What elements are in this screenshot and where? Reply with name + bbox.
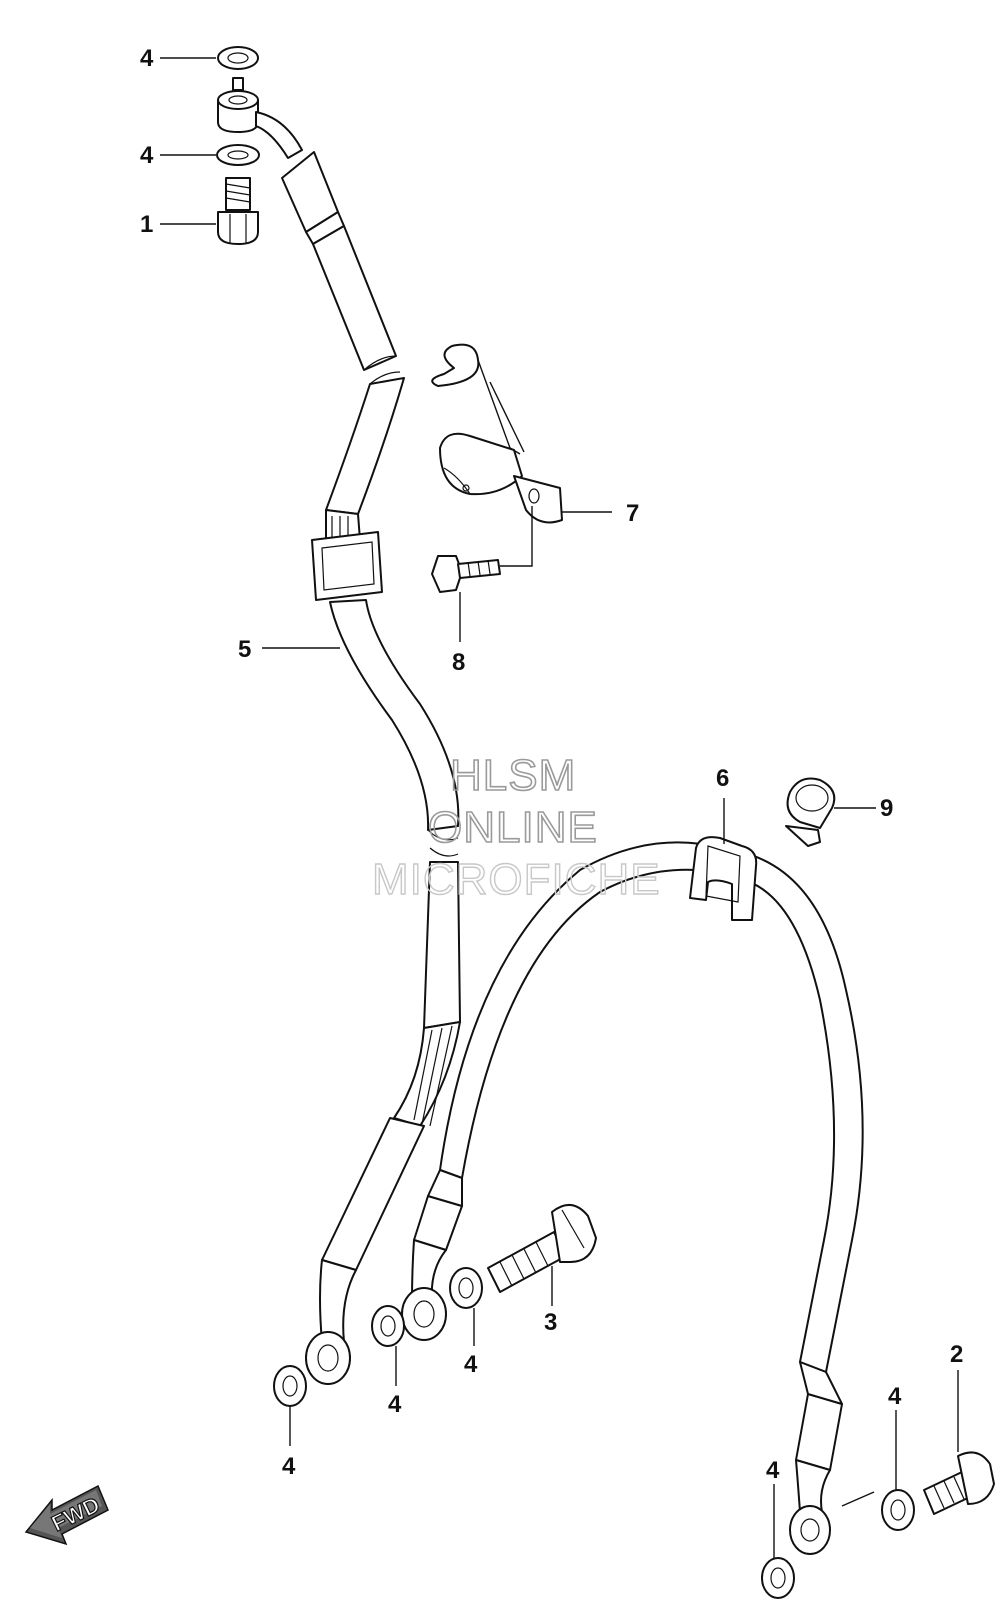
callout-4-washer-3: 4: [464, 1351, 478, 1378]
washer-second: [216, 144, 260, 166]
watermark: HLSM ONLINE MICROFICHE: [371, 750, 661, 905]
callout-6: 6: [716, 765, 729, 792]
callout-4-washer-1: 4: [282, 1453, 296, 1480]
washer-lower-2: [371, 1305, 405, 1347]
washer-lower-4: [881, 1489, 915, 1531]
watermark-line-3: MICROFICHE: [372, 855, 661, 904]
callout-4-top: 4: [140, 45, 154, 72]
hose-grommet-upper: [311, 531, 383, 601]
washer-lower-5: [761, 1557, 795, 1599]
bracket-bolt-8: [431, 555, 501, 593]
callout-numbers: 4 4 1 7 8 5 6 9 3 4 4 4 2 4 4: [140, 45, 963, 1484]
washer-top: [217, 46, 259, 70]
fwd-direction-badge: FWD: [24, 1484, 109, 1546]
lower-brake-hose: [401, 836, 875, 1555]
callout-9: 9: [880, 795, 893, 822]
banjo-fitting-lower-left: [305, 1331, 351, 1385]
callout-7: 7: [626, 500, 639, 527]
callout-2: 2: [950, 1341, 963, 1368]
washer-lower-3: [449, 1267, 483, 1309]
banjo-fitting-lower-right: [789, 1505, 831, 1555]
banjo-bolt-1: [217, 177, 259, 245]
callout-4-washer-4: 4: [888, 1383, 902, 1410]
watermark-line-2: ONLINE: [428, 803, 598, 852]
hose-bracket: [431, 343, 563, 524]
callout-3: 3: [544, 1309, 557, 1336]
banjo-fitting-lower-center: [401, 1287, 447, 1341]
watermark-line-1: HLSM: [450, 751, 576, 800]
callout-5: 5: [238, 636, 251, 663]
banjo-fitting-top: [217, 90, 303, 159]
callout-4-washer-2: 4: [388, 1391, 402, 1418]
hose-clip-9: [785, 777, 836, 847]
callout-1: 1: [140, 211, 153, 238]
banjo-bolt-3: [487, 1204, 597, 1293]
washer-lower-1: [273, 1365, 307, 1407]
banjo-bolt-2: [923, 1451, 995, 1515]
callout-4-second: 4: [140, 142, 154, 169]
upper-brake-hose: [216, 46, 461, 1385]
callout-8: 8: [452, 649, 465, 676]
hose-grommet-lower: [689, 836, 758, 921]
callout-4-washer-5: 4: [766, 1457, 780, 1484]
leader-lines: [160, 57, 959, 1558]
